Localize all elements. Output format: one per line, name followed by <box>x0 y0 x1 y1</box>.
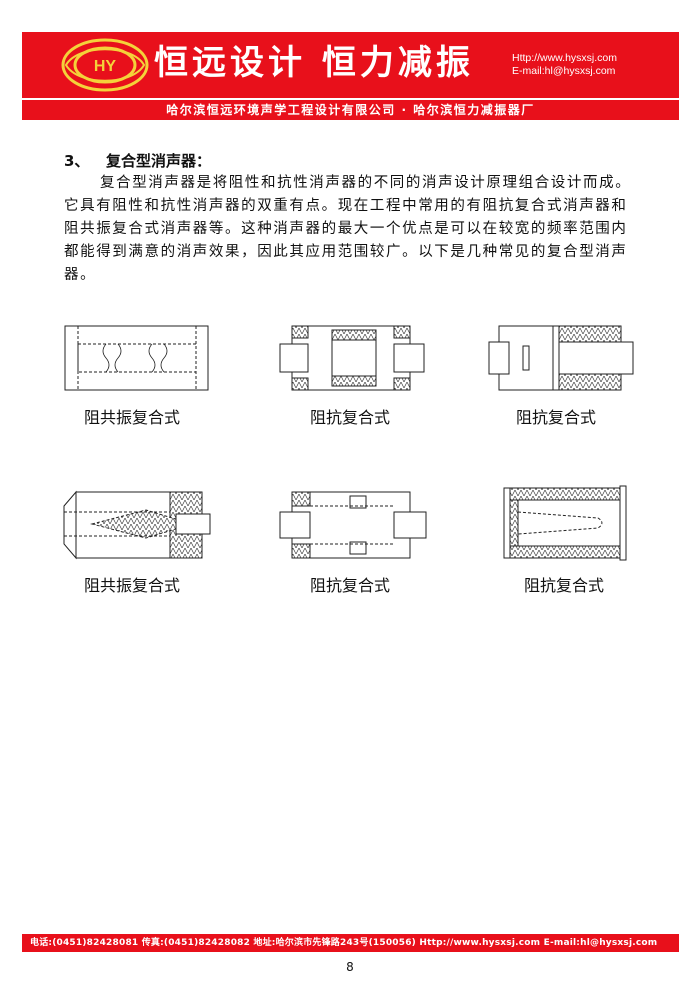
diagram-caption: 阻抗复合式 <box>516 408 597 427</box>
diagram-caption: 阻共振复合式 <box>84 576 181 595</box>
diagram-resistive-reactive-3 <box>279 491 427 559</box>
header-email[interactable]: E-mail:hl@hysxsj.com <box>512 65 616 77</box>
header-banner: HY 恒远设计 恒力减振 Http://www.hysxsj.com E-mai… <box>22 32 679 98</box>
diagram-caption: 阻共振复合式 <box>84 408 181 427</box>
section-title: 复合型消声器： <box>106 152 212 170</box>
paragraph-text: 复合型消声器是将阻性和抗性消声器的不同的消声设计原理组合设计而成。它具有阻性和抗… <box>64 175 632 283</box>
header-contact: Http://www.hysxsj.com E-mail:hl@hysxsj.c… <box>512 52 617 78</box>
diagram-resistive-reactive-4 <box>503 485 627 561</box>
diagram-resistive-reactive-1 <box>279 325 425 391</box>
section-paragraph: 复合型消声器是将阻性和抗性消声器的不同的消声设计原理组合设计而成。它具有阻性和抗… <box>64 172 636 287</box>
footer-contact: 电话:(0451)82428081 传真:(0451)82428082 地址:哈… <box>30 938 658 948</box>
logo-text: HY <box>94 58 117 75</box>
company-names: 哈尔滨恒远环境声学工程设计有限公司 · 哈尔滨恒力减振器厂 <box>166 103 535 117</box>
diagram-caption: 阻抗复合式 <box>310 576 391 595</box>
footer-bar: 电话:(0451)82428081 传真:(0451)82428082 地址:哈… <box>22 934 679 952</box>
brand-title: 恒远设计 恒力减振 <box>154 43 474 83</box>
header-website[interactable]: Http://www.hysxsj.com <box>512 52 618 64</box>
diagram-resistive-reactive-2 <box>488 325 634 391</box>
section-number: 3、 <box>64 152 90 170</box>
diagram-resistive-resonance-1 <box>64 325 209 391</box>
diagram-caption: 阻抗复合式 <box>310 408 391 427</box>
diagram-resistive-resonance-2 <box>63 490 211 560</box>
page-number: 8 <box>346 960 354 974</box>
section-heading: 3、复合型消声器： <box>64 150 211 171</box>
company-logo-icon: HY <box>61 38 149 92</box>
company-subbar: 哈尔滨恒远环境声学工程设计有限公司 · 哈尔滨恒力减振器厂 <box>22 98 679 120</box>
diagram-caption: 阻抗复合式 <box>524 576 605 595</box>
